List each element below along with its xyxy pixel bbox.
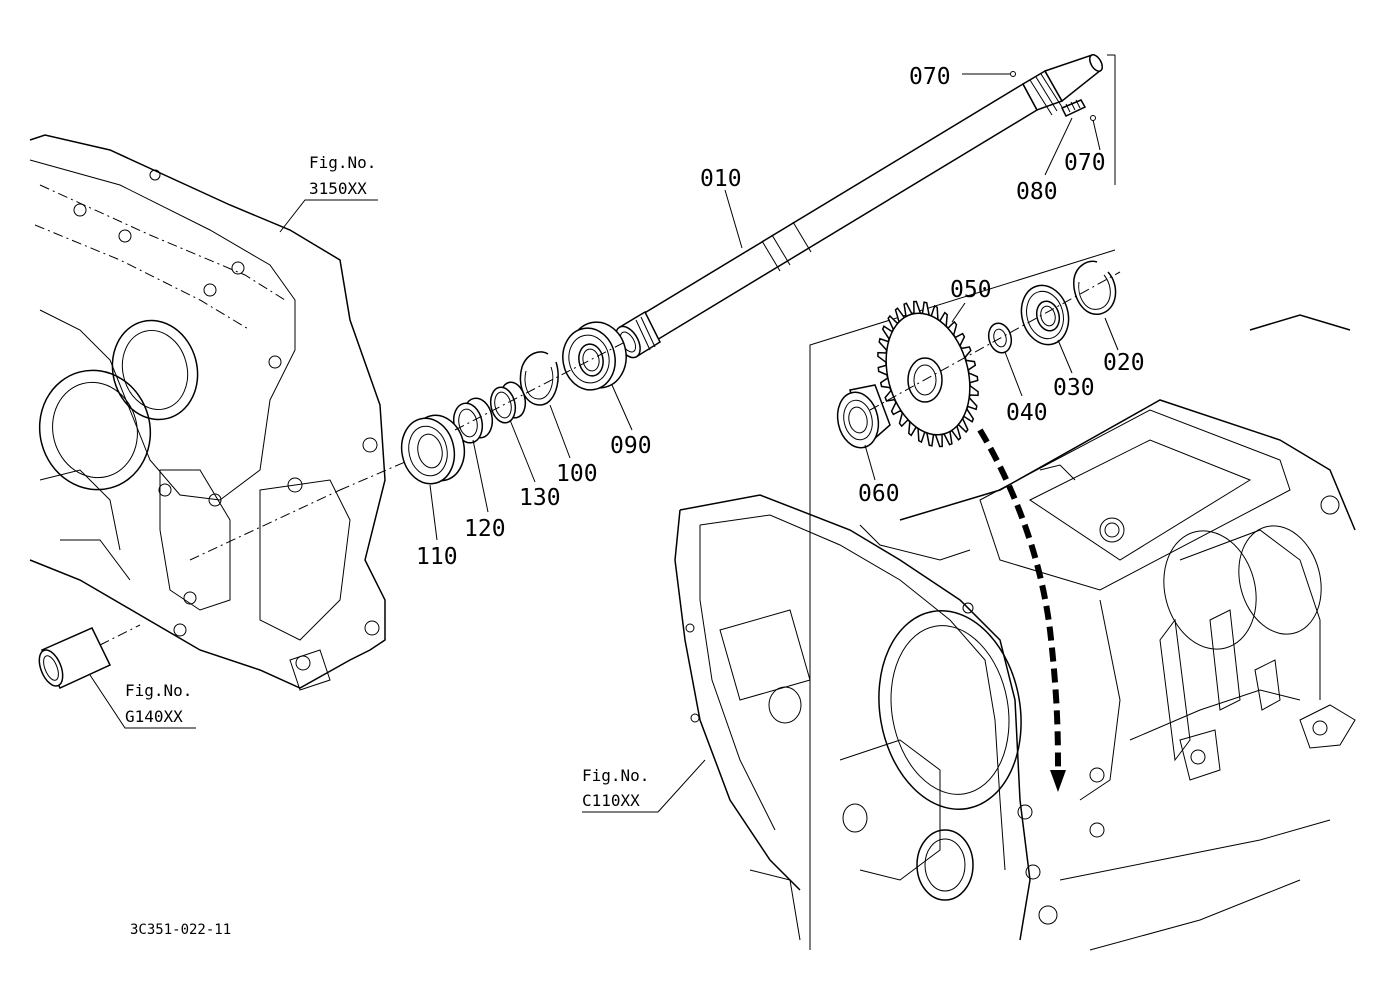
circlip-100 (519, 351, 559, 406)
label-130: 130 (519, 485, 561, 511)
gear-050 (877, 300, 979, 448)
oil-seal-110 (400, 414, 466, 485)
fig-c110-title: Fig.No. (582, 766, 649, 785)
fig-g140-code: G140XX (125, 707, 183, 726)
fig-g140-title: Fig.No. (125, 681, 192, 700)
label-090: 090 (610, 433, 652, 459)
left-housing (29, 134, 386, 691)
bearing-090 (562, 321, 627, 391)
bearing-060 (836, 384, 891, 449)
circlip-020 (1073, 260, 1117, 315)
part-labels: 070 070 080 010 050 020 030 040 060 090 … (416, 64, 1145, 570)
label-110: 110 (416, 544, 458, 570)
fig-c110-code: C110XX (582, 791, 640, 810)
label-080: 080 (1016, 179, 1058, 205)
left-bushing (38, 624, 141, 689)
pin-080 (1060, 99, 1087, 117)
assembly-arrow (977, 428, 1066, 792)
label-050: 050 (950, 277, 992, 303)
label-040: 040 (1006, 400, 1048, 426)
label-100: 100 (556, 461, 598, 487)
label-030: 030 (1053, 375, 1095, 401)
fig-3150-title: Fig.No. (309, 153, 376, 172)
shaft-010 (615, 54, 1103, 359)
right-housing (674, 249, 1356, 951)
assembly-axis (189, 54, 1121, 561)
fig-3150-code: 3150XX (309, 179, 367, 198)
label-010: 010 (700, 166, 742, 192)
leader-lines (89, 71, 1119, 813)
drawing-code: 3C351-022-11 (130, 922, 231, 938)
label-120: 120 (464, 516, 506, 542)
label-060: 060 (858, 481, 900, 507)
label-070-top: 070 (909, 64, 951, 90)
collar-130 (489, 381, 527, 424)
label-020: 020 (1103, 350, 1145, 376)
figure-references: Fig.No. 3150XX Fig.No. G140XX Fig.No. C1… (125, 153, 649, 810)
bearing-030 (1020, 284, 1070, 346)
label-070-right: 070 (1064, 150, 1106, 176)
